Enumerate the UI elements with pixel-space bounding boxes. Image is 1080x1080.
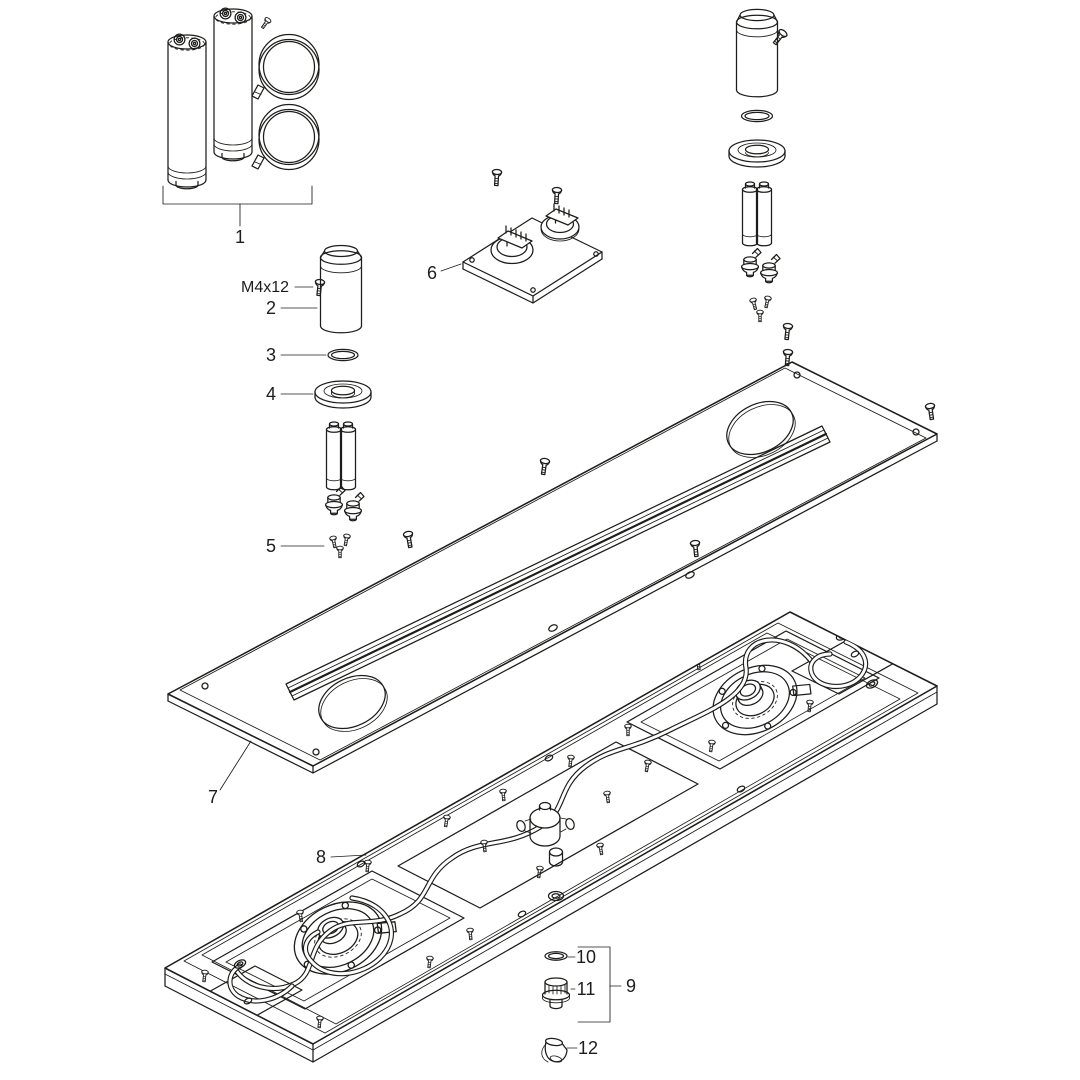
inlet-parts (541, 951, 571, 1063)
spray-tube-pair (325, 421, 357, 491)
terminal-block-2 (545, 203, 579, 226)
bracket-part1 (162, 185, 313, 227)
callout-3: 3 (266, 345, 276, 365)
hose-clip-part12 (541, 1037, 568, 1063)
central-valve (516, 801, 575, 867)
o-ring-part3 (327, 348, 359, 362)
filter-kit-group (167, 7, 320, 190)
strainer-part11 (541, 977, 571, 1010)
terminal-block-1 (497, 225, 533, 249)
escutcheon-right (728, 139, 786, 168)
filter-cartridge-2 (213, 7, 253, 162)
spray-tray-mid (397, 741, 699, 909)
callout-1: 1 (235, 227, 245, 247)
callout-10: 10 (576, 947, 596, 967)
inlet-stub (547, 890, 565, 902)
callout-4: 4 (266, 384, 276, 404)
panel-screw-holes (201, 371, 920, 756)
right-install-kit (728, 8, 794, 341)
escutcheon-part4 (314, 380, 372, 409)
water-tubes (227, 637, 869, 1004)
callout-9: 9 (626, 976, 636, 996)
callout-7: 7 (208, 787, 218, 807)
spray-tube-pair-right (741, 181, 773, 247)
extension-cartridge (735, 8, 779, 98)
shower-body (164, 611, 938, 1063)
control-module (462, 168, 603, 304)
callout-6: 6 (427, 263, 437, 283)
filter-cartridge-1 (167, 33, 207, 190)
cover-panel (167, 361, 938, 774)
callout-8: 8 (316, 847, 326, 867)
callout-11: 11 (577, 979, 596, 999)
bracket-part9 (577, 946, 622, 1023)
spray-slot (285, 425, 831, 701)
callout-2: 2 (266, 298, 276, 318)
body-edge-slots (243, 650, 860, 1005)
hose-coil-2 (251, 103, 320, 171)
round-opening-right (726, 400, 796, 458)
spray-tray-right (626, 630, 880, 770)
o-ring-part10 (544, 951, 568, 961)
callout-5: 5 (266, 536, 276, 556)
cartridge-part2 (319, 244, 363, 334)
callouts: 1 M4x12 2 3 4 5 6 7 8 9 10 11 12 (162, 185, 636, 1058)
hose-coil-1 (251, 33, 320, 101)
body-internals (181, 622, 919, 1034)
callout-screw-spec: M4x12 (241, 279, 289, 296)
round-opening-left (318, 674, 388, 732)
callout-12: 12 (578, 1038, 598, 1058)
o-ring-right (740, 109, 774, 123)
valve-cartridge-column (313, 244, 372, 558)
